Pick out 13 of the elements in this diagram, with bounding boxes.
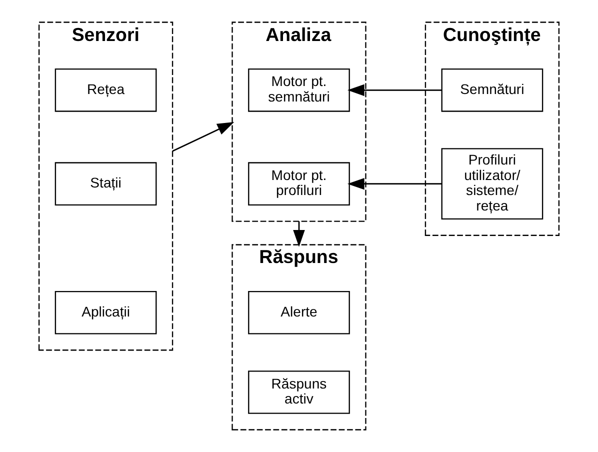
arrow [347,178,442,190]
node-box: Rețea [54,68,157,112]
node-box: Răspuns activ [248,370,350,414]
arrow [293,221,305,247]
node-box: Stații [54,162,157,206]
node-box: Aplicații [54,291,157,334]
node-box: Motor pt. profiluri [248,162,350,206]
arrow [347,84,442,96]
arrow [172,122,234,152]
node-box: Profiluri utilizator/ sisteme/ rețea [441,148,544,220]
node-box: Semnături [441,68,544,112]
node-box: Motor pt. semnături [248,68,350,112]
node-box: Alerte [248,291,350,334]
